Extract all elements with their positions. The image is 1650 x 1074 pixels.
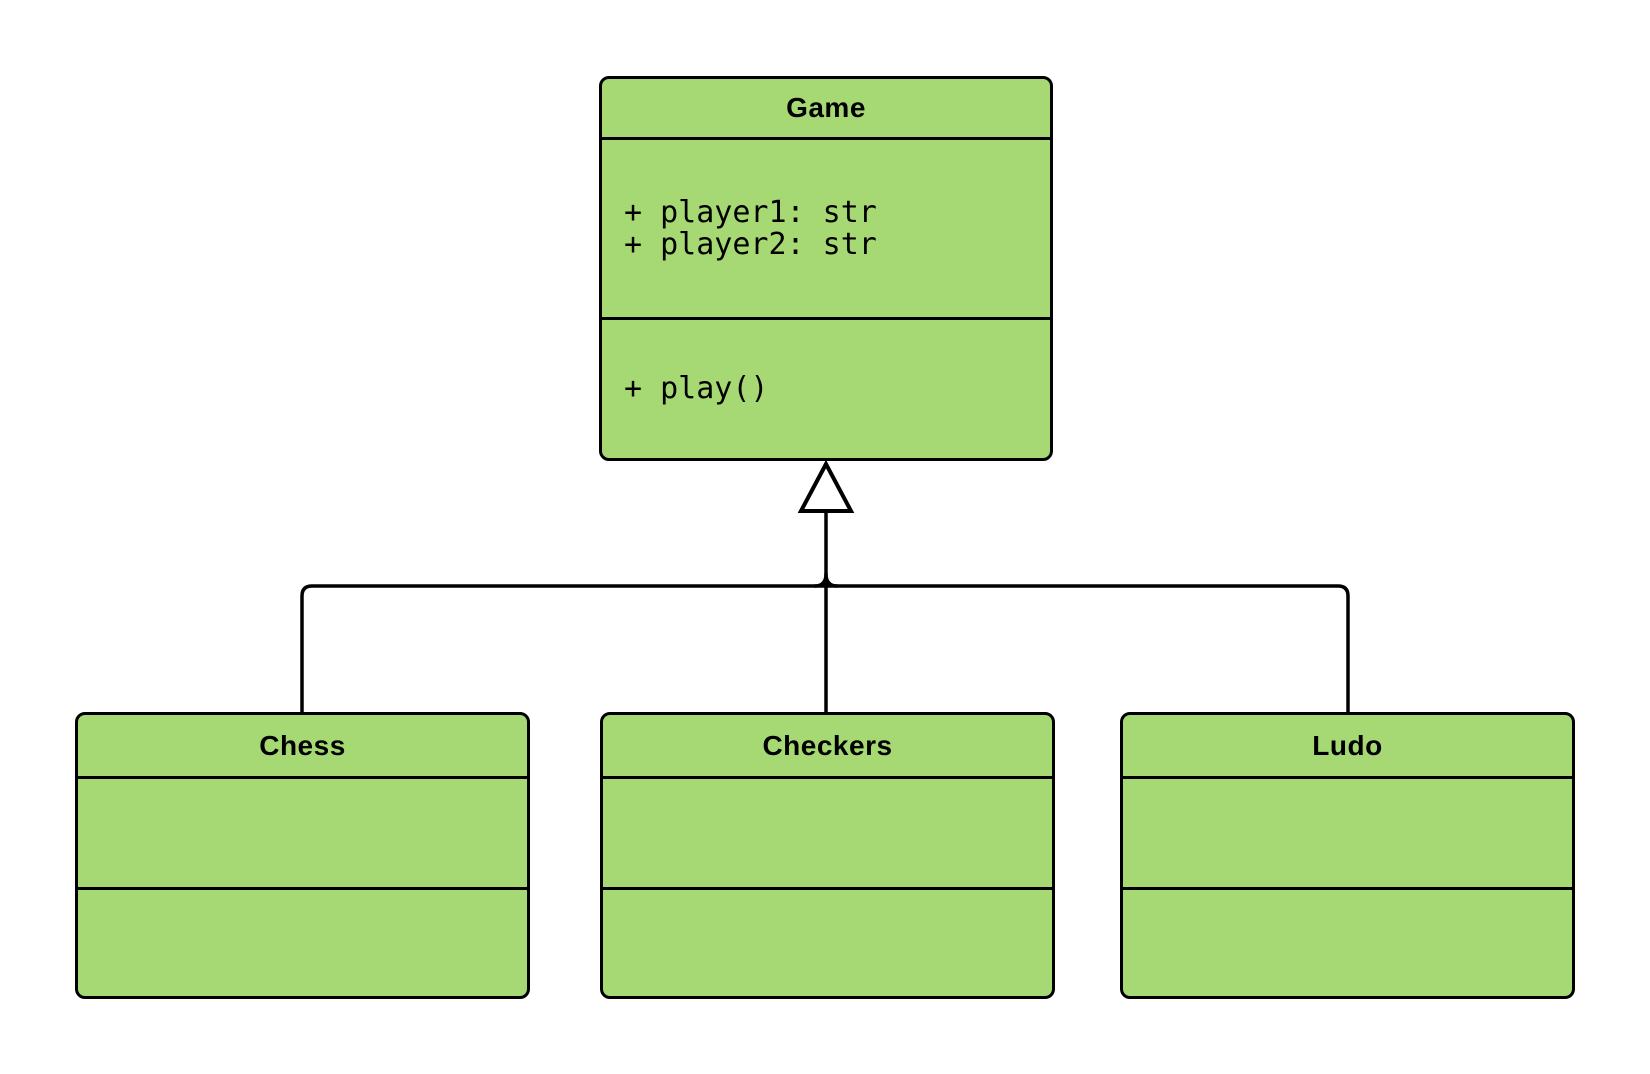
class-title-ludo: Ludo [1312, 729, 1383, 761]
attributes-compartment-checkers [603, 776, 1052, 887]
attributes-compartment-game: + player1: str + player2: str [602, 137, 1050, 317]
class-box-game: Game + player1: str + player2: str + pla… [599, 76, 1053, 461]
methods-compartment-chess [78, 887, 527, 996]
methods-compartment-game: + play() [602, 317, 1050, 458]
class-box-ludo: Ludo [1120, 712, 1575, 999]
class-title-chess: Chess [259, 729, 346, 761]
inheritance-triangle-icon [797, 459, 855, 513]
attributes-compartment-ludo [1123, 776, 1572, 887]
methods-compartment-checkers [603, 887, 1052, 996]
attribute-line: + player2: str [624, 226, 877, 262]
rail-stem-fillet [813, 572, 839, 588]
class-box-chess: Chess [75, 712, 530, 999]
class-title-checkers: Checkers [762, 729, 893, 761]
method-line: + play() [624, 371, 769, 406]
class-box-checkers: Checkers [600, 712, 1055, 999]
class-title-game: Game [786, 92, 866, 123]
attribute-line: + player1: str [624, 194, 877, 230]
methods-compartment-ludo [1123, 887, 1572, 996]
attributes-compartment-chess [78, 776, 527, 887]
